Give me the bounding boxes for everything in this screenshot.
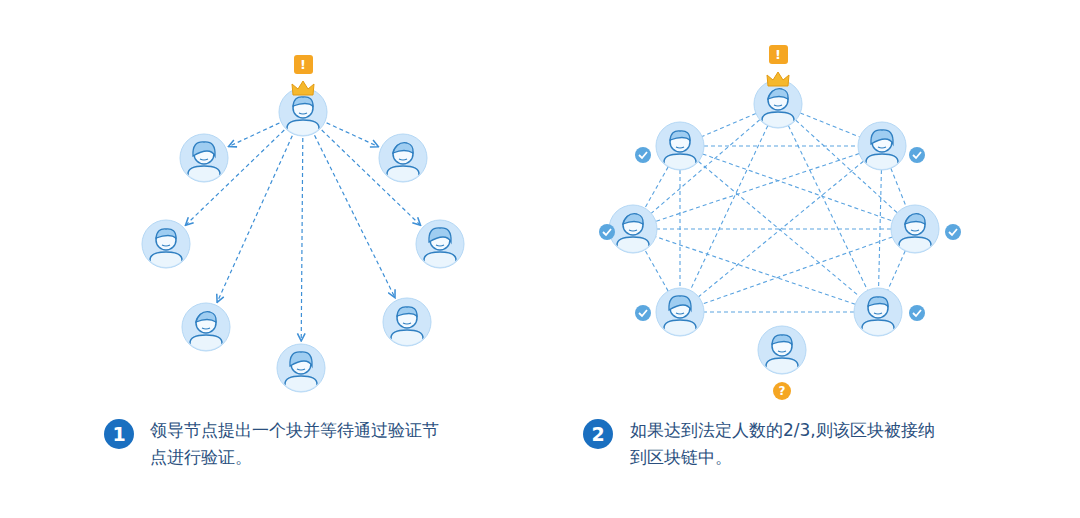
peer-link xyxy=(656,154,859,222)
badge-text: 2 xyxy=(591,425,604,444)
avatar xyxy=(891,205,939,255)
broadcast-arrow xyxy=(217,136,292,303)
step-caption: 领导节点提出一个块并等待通过验证节点进行验证。 xyxy=(150,417,450,471)
peer-link xyxy=(796,120,898,213)
avatar xyxy=(656,288,704,338)
peer-link xyxy=(657,228,891,229)
check-badge xyxy=(635,305,651,321)
peer-link xyxy=(891,168,906,206)
check-badge xyxy=(909,305,925,321)
avatar xyxy=(609,205,657,255)
check-badge xyxy=(599,224,615,240)
step-caption: 如果达到法定人数的2/3,则该区块被接纳到区块链中。 xyxy=(630,417,948,471)
peer-link xyxy=(703,154,893,221)
avatar xyxy=(142,220,190,270)
peer-link xyxy=(645,167,668,208)
avatar xyxy=(277,344,325,394)
check-badge xyxy=(635,147,651,163)
broadcast-arrow xyxy=(322,130,421,225)
avatar xyxy=(182,303,230,353)
broadcast-arrow xyxy=(228,123,279,147)
peer-link xyxy=(704,311,854,312)
avatar xyxy=(754,80,802,130)
step-number: 1 xyxy=(104,419,134,449)
crown-icon xyxy=(292,81,314,95)
badge-text: ? xyxy=(779,385,786,397)
crown-icon xyxy=(767,72,789,86)
peer-link xyxy=(704,145,858,146)
check-badge xyxy=(909,147,925,163)
check-badge xyxy=(945,224,961,240)
avatar xyxy=(416,220,464,270)
avatar xyxy=(854,288,902,338)
peer-link xyxy=(645,250,668,291)
broadcast-arrow xyxy=(185,130,284,225)
avatar xyxy=(656,122,704,172)
peer-link xyxy=(800,113,859,137)
avatar xyxy=(758,326,806,376)
avatar xyxy=(858,122,906,172)
avatar xyxy=(379,134,427,184)
alert-badge: ! xyxy=(769,45,788,64)
question-badge: ? xyxy=(773,382,791,400)
broadcast-arrow xyxy=(327,123,379,147)
badge-text: ! xyxy=(775,48,781,61)
avatar xyxy=(383,298,431,348)
peer-link xyxy=(702,113,756,136)
broadcast-arrow xyxy=(301,138,303,341)
avatar xyxy=(180,134,228,184)
badge-text: ! xyxy=(300,58,306,71)
badge-text: 1 xyxy=(112,425,125,444)
peer-link xyxy=(888,251,905,290)
alert-badge: ! xyxy=(294,55,313,74)
step-number: 2 xyxy=(583,419,613,449)
